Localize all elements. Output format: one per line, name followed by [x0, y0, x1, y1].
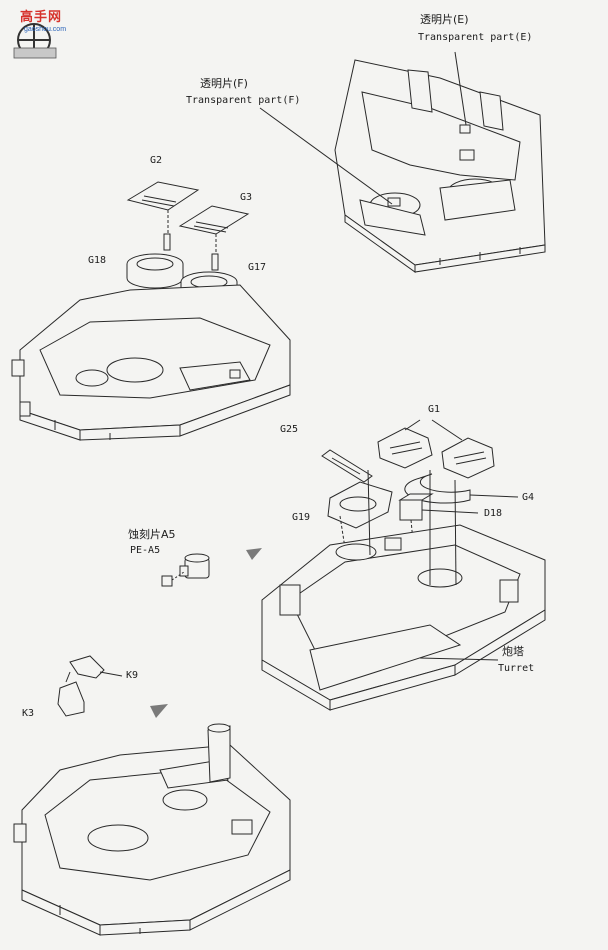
g25-strip [321, 449, 373, 483]
pe-a5-part [161, 553, 210, 587]
part-label-g1: G1 [428, 404, 441, 415]
watermark-site-name: 高手网 [20, 10, 63, 25]
g19-base [327, 481, 393, 549]
part-label-k3: K3 [22, 708, 35, 719]
part-label-g17: G17 [248, 262, 267, 273]
part-label-g2: G2 [150, 155, 163, 166]
part-label-g18: G18 [88, 255, 107, 266]
part-label-g19: G19 [292, 512, 311, 523]
turret-drawing [261, 469, 546, 711]
lower-hull-drawing [13, 723, 291, 936]
part-label-g25: G25 [280, 424, 299, 435]
direction-arrow-icon [150, 548, 262, 718]
g2-g3-plates [126, 181, 250, 271]
transparent-e-label-cn: 透明片(E) [420, 13, 469, 26]
turret-label-en: Turret [498, 663, 535, 674]
logo-emblem-icon [13, 23, 57, 59]
part-label-d18: D18 [484, 508, 503, 519]
part-label-g4: G4 [522, 492, 535, 503]
transparent-f-label-en: Transparent part(F) [186, 95, 301, 106]
k9-k3-parts [57, 655, 123, 717]
part-label-g3: G3 [240, 192, 253, 203]
g1-hatches [377, 427, 495, 479]
transparent-e-label-en: Transparent part(E) [418, 32, 533, 43]
transparent-f-label-cn: 透明片(F) [200, 77, 248, 90]
turret-label-cn: 炮塔 [502, 645, 524, 658]
site-logo: 高手网 gaoshou.com [6, 4, 74, 64]
upper-hull-drawing [334, 59, 546, 273]
part-label-k9: K9 [126, 670, 139, 681]
upper-left-hull-drawing [11, 284, 291, 441]
pe-a5-label: PE-A5 [130, 545, 161, 556]
watermark-site-url: gaoshou.com [24, 26, 67, 33]
etch-part-label-cn: 蚀刻片A5 [128, 528, 176, 541]
